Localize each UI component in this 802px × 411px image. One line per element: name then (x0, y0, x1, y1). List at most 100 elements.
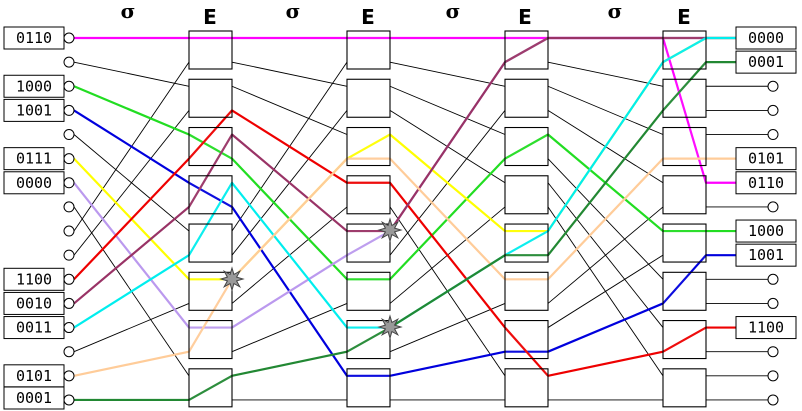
shuffle-wire (73, 303, 190, 353)
exchange-box (188, 175, 233, 215)
code-label-box (735, 50, 797, 74)
exchange-box (504, 30, 549, 70)
exchange-box (188, 320, 233, 360)
input-port (63, 322, 75, 334)
stage-label-exchange-1: E (203, 5, 217, 29)
exchange-box (504, 368, 549, 408)
code-label-box (3, 267, 65, 291)
input-port (63, 297, 75, 309)
input-label: 0110 (3, 26, 65, 50)
input-port (63, 56, 75, 68)
exchange-box (504, 175, 549, 215)
code-label-box (735, 219, 797, 243)
exchange-box (504, 223, 549, 263)
code-label-text: 1001 (748, 246, 784, 264)
conflict-burst (219, 266, 245, 292)
input-label: 0010 (3, 291, 65, 315)
stage-label-sigma-3: σ (446, 0, 461, 23)
stage-label-exchange-3: E (518, 5, 532, 29)
output-label: 1000 (735, 219, 797, 243)
code-label-box (3, 98, 65, 122)
code-label-box (735, 147, 797, 171)
output-label: 0110 (735, 171, 797, 195)
output-port (767, 129, 779, 141)
code-label-text: 0010 (16, 294, 52, 312)
code-label-box (3, 291, 65, 315)
shuffle-wire (547, 206, 664, 304)
code-label-text: 0000 (748, 29, 784, 47)
highlighted-path (74, 61, 768, 402)
code-label-box (3, 386, 65, 410)
highlighted-path (73, 109, 768, 377)
input-port (63, 225, 75, 237)
shuffle-wire (231, 85, 348, 135)
shuffle-wire (547, 254, 664, 328)
stage-label-sigma-4: σ (608, 0, 623, 23)
code-label-box (3, 171, 65, 195)
input-label: 0101 (3, 364, 65, 388)
input-port (63, 129, 75, 141)
code-label-text: 0011 (16, 319, 52, 337)
output-port (767, 201, 779, 213)
code-label-text: 0110 (748, 174, 784, 192)
input-label: 0111 (3, 147, 65, 171)
input-port (63, 249, 75, 261)
input-label: 1001 (3, 98, 65, 122)
output-label: 0101 (735, 147, 797, 171)
highlighted-paths (73, 36, 768, 402)
exchange-box (662, 320, 707, 360)
input-port (63, 104, 75, 116)
exchange-box (504, 126, 549, 167)
exchange-box (662, 271, 707, 311)
shuffle-wire (73, 61, 190, 87)
code-label-text: 1100 (748, 319, 784, 337)
exchange-box (504, 78, 549, 118)
exchange-box (662, 126, 707, 167)
code-label-box (735, 26, 797, 50)
exchange-box (662, 175, 707, 215)
stage-label-sigma-1: σ (121, 0, 136, 23)
exchange-box (346, 175, 391, 215)
input-port (63, 394, 75, 406)
exchange-box (504, 320, 549, 360)
exchange-box (662, 78, 707, 118)
input-port (63, 32, 75, 44)
code-label-box (735, 171, 797, 195)
code-label-text: 0001 (748, 53, 784, 71)
code-label-text: 0101 (748, 150, 784, 168)
exchange-box (188, 126, 233, 167)
exchange-box (662, 368, 707, 408)
code-label-text: 0111 (16, 150, 52, 168)
code-label-text: 0001 (16, 389, 52, 407)
shuffle-wire (231, 61, 348, 87)
code-label-text: 1000 (748, 222, 784, 240)
input-label: 1000 (3, 74, 65, 98)
exchange-box (346, 78, 391, 118)
code-label-text: 1100 (16, 270, 52, 288)
exchange-boxes (188, 30, 707, 408)
exchange-box (346, 126, 391, 167)
input-label: 0000 (3, 171, 65, 195)
input-port (63, 346, 75, 358)
exchange-box (188, 30, 233, 70)
output-port (767, 104, 779, 116)
shuffle-wire (73, 110, 190, 256)
input-label: 0001 (3, 386, 65, 410)
output-label: 0001 (735, 50, 797, 74)
exchange-box (662, 30, 707, 70)
code-label-box (3, 147, 65, 171)
code-label-box (3, 74, 65, 98)
output-port (767, 346, 779, 358)
shuffle-wire (547, 85, 664, 135)
exchange-box (346, 30, 391, 70)
output-port (767, 297, 779, 309)
output-port (767, 394, 779, 406)
conflict-burst (377, 314, 403, 340)
output-label: 0000 (735, 26, 797, 50)
code-label-box (735, 316, 797, 340)
exchange-box (188, 223, 233, 263)
shuffle-wire (389, 303, 506, 353)
exchange-box (346, 271, 391, 311)
output-label: 1100 (735, 316, 797, 340)
